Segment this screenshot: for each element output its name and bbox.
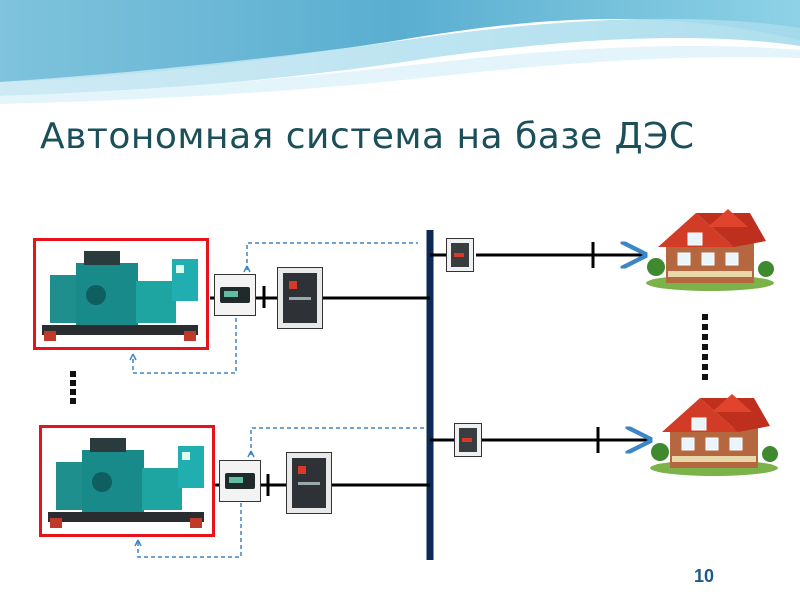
control-loop-top-2: [250, 427, 424, 455]
continuation-dots-right: [702, 314, 708, 380]
diesel-generator-icon: [48, 438, 204, 528]
shu-label-1: ШУ: [286, 342, 311, 359]
outgoing-breaker-2-icon: [454, 423, 482, 457]
ru-label: РУ 0,4 кВ: [378, 198, 445, 215]
generator-1-frame: [33, 238, 209, 350]
generator-2-frame: [39, 425, 215, 537]
vl-label-2: ВЛ: [526, 452, 547, 469]
shu-label-2: ШУ: [293, 526, 318, 543]
continuation-dots-left: [70, 371, 76, 404]
outgoing-breaker-1-icon: [446, 238, 474, 272]
slide-title: Автономная система на базе ДЭС: [40, 116, 695, 157]
vl-label-3: ВЛ: [364, 309, 385, 326]
qf-label-1: QF: [452, 283, 473, 300]
des-label-line1: ДЭС: [92, 174, 125, 191]
qf-label-2: QF: [458, 470, 479, 487]
controller-2-icon: [219, 460, 261, 502]
circuit-breaker-2-icon: [286, 452, 332, 514]
diesel-generator-icon: [42, 251, 198, 341]
control-loop-top-1: [246, 242, 418, 270]
circuit-breaker-1-icon: [277, 267, 323, 329]
control-loop-bottom-2: [137, 503, 242, 558]
house-icon: [646, 209, 774, 291]
control-loop-bottom-1: [132, 318, 237, 374]
house-icon: [650, 394, 778, 476]
vl-label-4: ВЛ: [368, 495, 389, 512]
vl-label-1: ВЛ: [522, 266, 543, 283]
page-number: 10: [694, 566, 715, 586]
des-label-line2: (АС) 0,4 кВ: [38, 196, 117, 213]
controller-1-icon: [214, 274, 256, 316]
